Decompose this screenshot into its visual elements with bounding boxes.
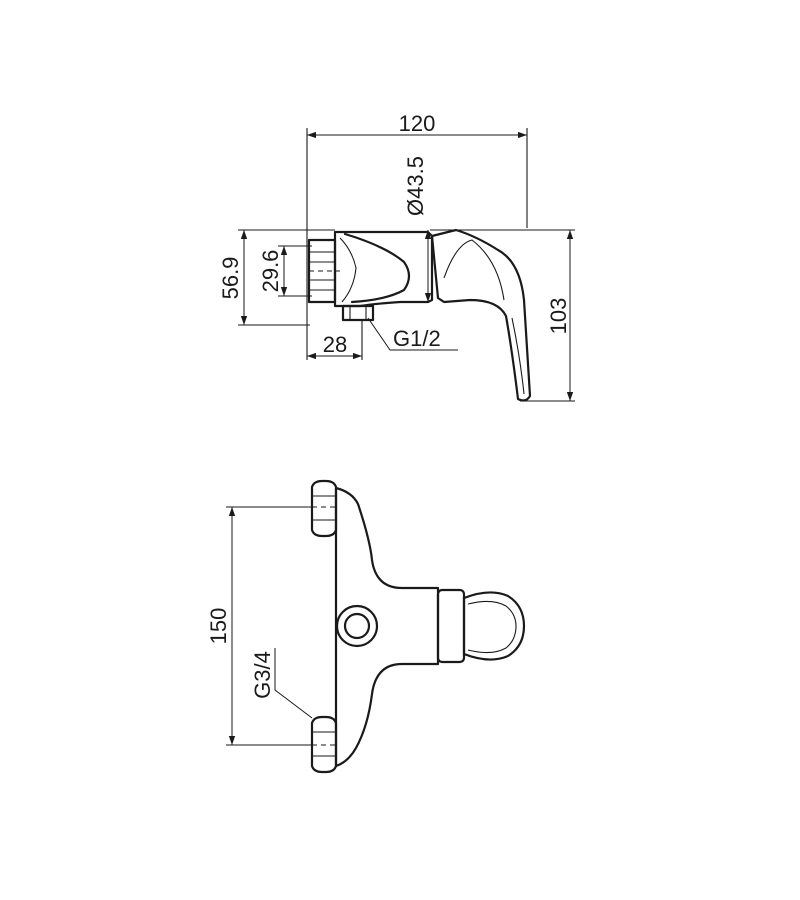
label-g34: G3/4 (250, 651, 275, 699)
side-outlet (341, 304, 375, 322)
label-120: 120 (399, 111, 436, 136)
front-body (334, 486, 440, 768)
label-g12: G1/2 (393, 326, 441, 351)
side-view: 120 Ø43.5 56.9 29.6 28 G1/2 103 (218, 111, 575, 402)
front-view: 150 G3/4 (206, 479, 526, 774)
front-handle-base (436, 588, 466, 664)
label-diameter: Ø43.5 (403, 156, 428, 216)
side-handle (430, 228, 532, 402)
label-56-9: 56.9 (218, 257, 243, 300)
leader-g34 (274, 648, 313, 719)
front-outlet-ring-outer (335, 604, 379, 648)
label-28: 28 (323, 332, 347, 357)
label-29-6: 29.6 (258, 250, 283, 293)
front-outlet-ring-inner (343, 612, 371, 640)
front-handle-lever (462, 591, 526, 661)
side-body (333, 230, 434, 308)
front-nut-top (310, 479, 338, 538)
leader-g12 (367, 317, 458, 351)
label-150: 150 (206, 608, 231, 645)
side-body-curve (343, 232, 411, 304)
label-103: 103 (546, 298, 571, 335)
